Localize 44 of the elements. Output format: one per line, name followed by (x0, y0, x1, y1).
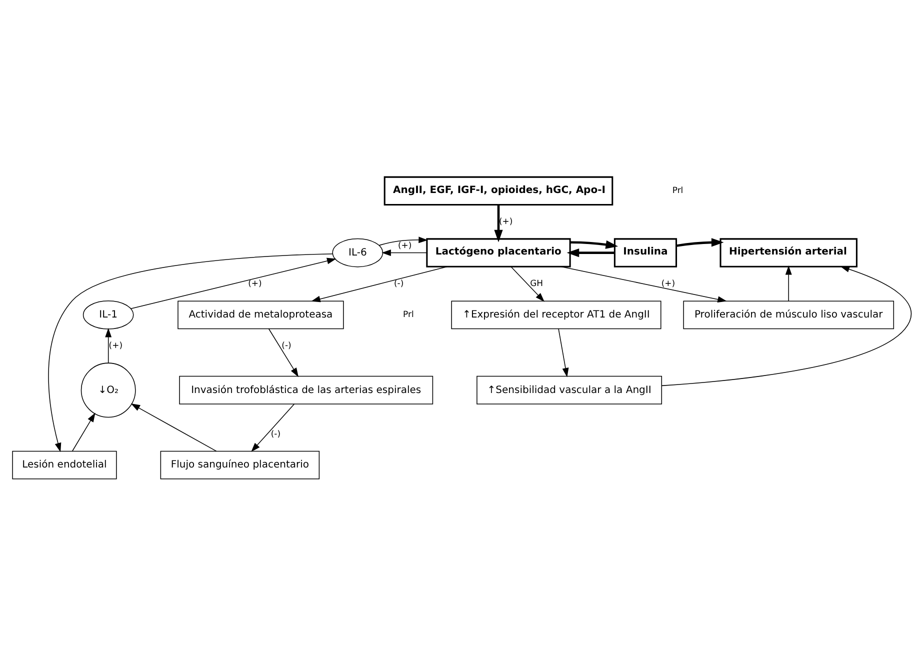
arrow (494, 204, 503, 242)
edge-label: (+) (498, 216, 513, 226)
node-box: Hipertensión arterial (720, 238, 858, 268)
node-ellipse: IL-1 (82, 300, 134, 330)
arrow (510, 266, 545, 302)
arrow (130, 258, 336, 310)
arrow (558, 328, 569, 378)
arrow (566, 248, 615, 258)
node-box: Actividad de metaloproteasa (178, 300, 344, 330)
arrow (268, 328, 299, 378)
edge-label: (-) (394, 278, 404, 288)
arrow (251, 404, 295, 452)
node-box: Invasión trofoblástica de las arterias espirales (179, 376, 434, 404)
edge-label: (-) (270, 428, 281, 438)
arrow (72, 412, 96, 452)
arrow (382, 250, 428, 256)
node-circle: ↓O₂ (80, 362, 136, 418)
arrow (676, 238, 724, 247)
arrow (785, 266, 792, 302)
arrow (378, 236, 428, 246)
edge-label: GH (530, 278, 544, 288)
node-ellipse: IL-6 (332, 238, 384, 268)
node-box: Lactógeno placentario (426, 238, 571, 268)
arrow (570, 240, 618, 249)
arrow (311, 266, 448, 302)
node-box: Lesión endotelial (12, 450, 117, 480)
arrow (661, 266, 912, 386)
node-box: Flujo sanguíneo placentario (160, 450, 320, 480)
edge-label: (-) (282, 340, 292, 350)
arrow (105, 328, 112, 364)
label: Prl (672, 185, 684, 196)
arrow (48, 253, 333, 452)
label: Prl (403, 309, 414, 320)
edge-label: (+) (108, 340, 122, 350)
edge-label: (+) (661, 278, 676, 288)
node-box: Insulina (614, 238, 678, 268)
node-box: ↑Expresión del receptor AT1 de AngII (451, 300, 662, 330)
node-box: AngII, EGF, IGF-I, opioides, hGC, Apo-I (384, 176, 614, 206)
edge-label: (+) (398, 240, 412, 250)
arrow (561, 266, 727, 303)
edge-label: (+) (248, 278, 262, 288)
node-box: Proliferación de músculo liso vascular (683, 300, 894, 330)
arrow (130, 403, 217, 452)
node-box: ↑Sensibilidad vascular a la AngII (476, 376, 662, 404)
